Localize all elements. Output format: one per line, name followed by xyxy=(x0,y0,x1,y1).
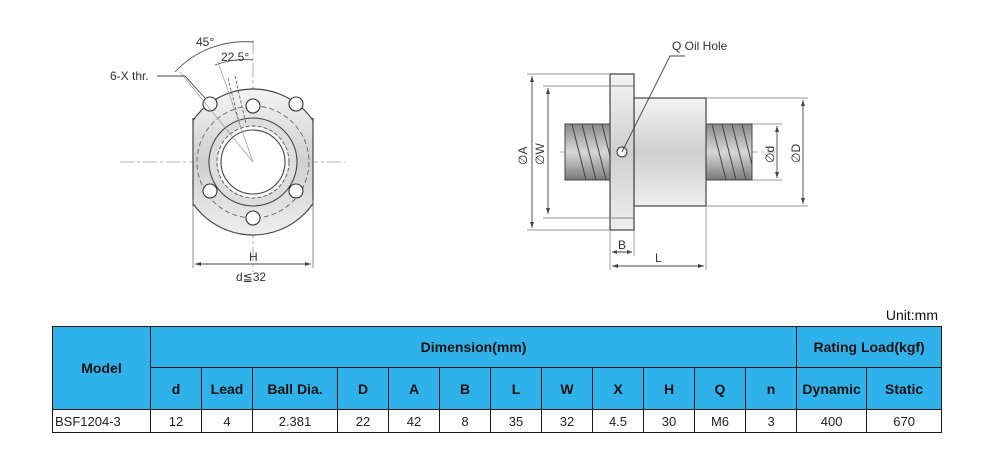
table-cell: 22 xyxy=(337,409,389,433)
table-cell: 2.381 xyxy=(252,409,338,433)
unit-label: Unit:mm xyxy=(885,307,938,323)
front-view: 45° 22.5° 6-X thr. H d≦32 xyxy=(110,35,345,284)
rating-load-header: Rating Load(kgf) xyxy=(796,326,943,368)
column-header: L xyxy=(490,367,542,410)
thread-holes-label: 6-X thr. xyxy=(110,69,149,83)
table-cell: 8 xyxy=(439,409,491,433)
side-view: Q Oil Hole ∅A ∅W ∅d ∅D B L xyxy=(516,39,808,270)
flange-b-label: B xyxy=(618,238,626,252)
oil-hole-label: Q Oil Hole xyxy=(672,39,728,53)
table-cell: 4 xyxy=(201,409,253,433)
column-header: X xyxy=(592,367,644,410)
length-l-label: L xyxy=(655,251,662,265)
table-cell: 35 xyxy=(490,409,542,433)
table-cell: 3 xyxy=(744,409,798,433)
column-header: Ball Dia. xyxy=(252,367,338,410)
dimension-header: Dimension(mm) xyxy=(149,326,798,368)
column-header: d xyxy=(150,367,202,410)
table-cell: 12 xyxy=(150,409,202,433)
table-cell: 30 xyxy=(643,409,695,433)
phi-w-label: ∅W xyxy=(533,143,547,165)
column-header: B xyxy=(439,367,491,410)
width-h-label: H xyxy=(249,250,258,264)
column-header: n xyxy=(744,367,798,410)
column-header: W xyxy=(541,367,593,410)
column-header: D xyxy=(337,367,389,410)
angle-22-5-label: 22.5° xyxy=(221,50,249,64)
phi-outer-d-label: ∅D xyxy=(789,144,803,163)
column-header: A xyxy=(388,367,440,410)
column-header: Lead xyxy=(201,367,253,410)
technical-drawing: 45° 22.5° 6-X thr. H d≦32 xyxy=(110,35,808,284)
table-cell: 670 xyxy=(866,409,943,433)
model-header: Model xyxy=(52,326,151,410)
column-header: H xyxy=(643,367,695,410)
phi-a-label: ∅A xyxy=(516,147,530,165)
table-cell: 42 xyxy=(388,409,440,433)
table-cell: 32 xyxy=(541,409,593,433)
table-cell: M6 xyxy=(694,409,746,433)
model-cell: BSF1204-3 xyxy=(52,409,151,433)
angle-45-label: 45° xyxy=(196,35,214,49)
column-header: Q xyxy=(694,367,746,410)
diameter-limit-label: d≦32 xyxy=(236,270,266,284)
table-cell: 4.5 xyxy=(592,409,644,433)
column-header: Static xyxy=(866,367,943,410)
table-cell: 400 xyxy=(796,409,868,433)
phi-d-label: ∅d xyxy=(763,146,777,163)
column-header: Dynamic xyxy=(796,367,868,410)
